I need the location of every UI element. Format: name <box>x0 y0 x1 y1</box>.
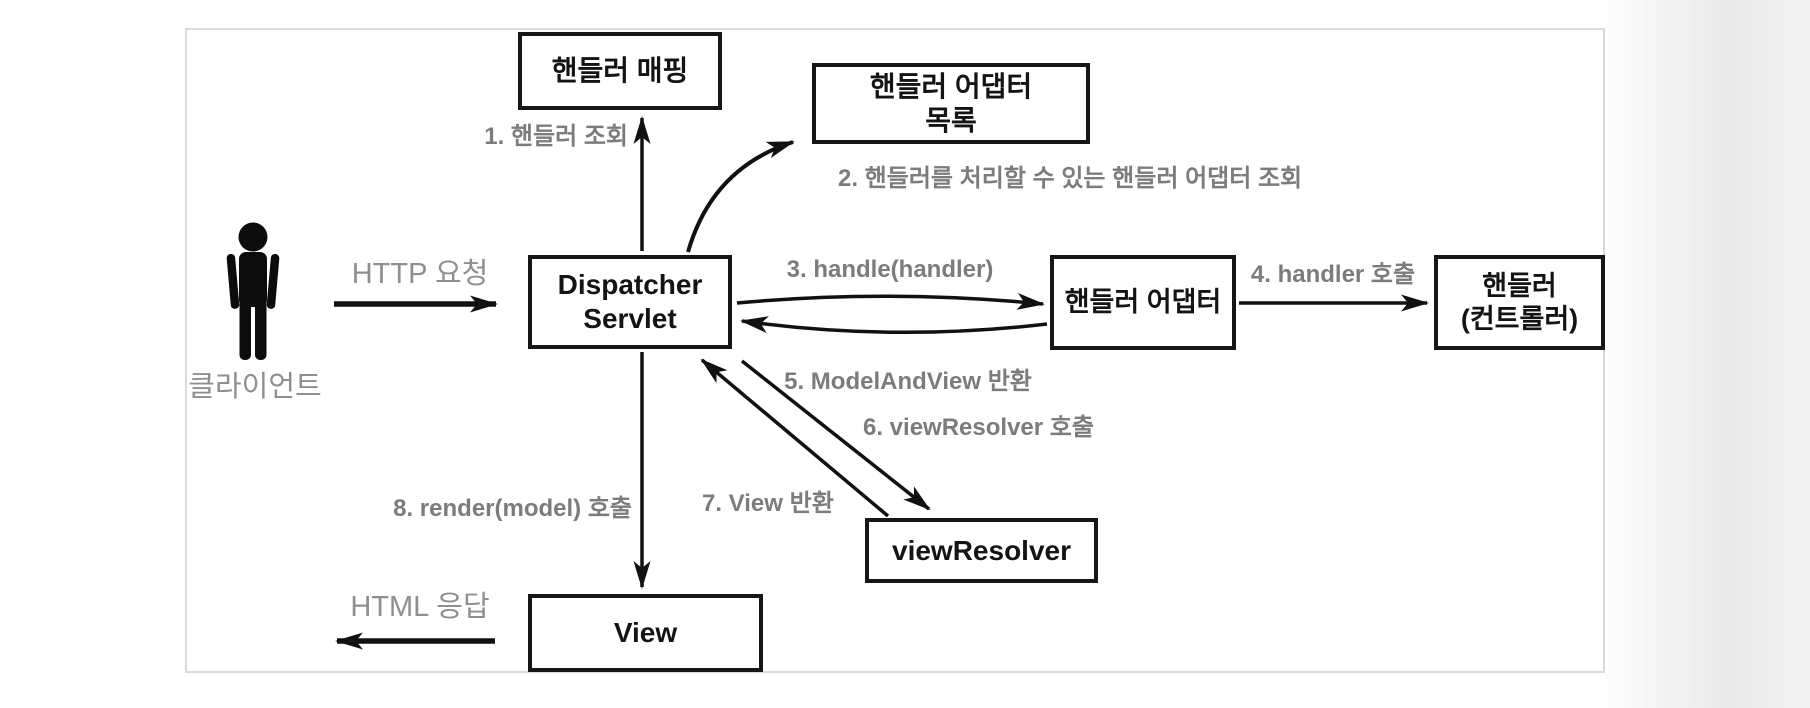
dispatcher-servlet-label-line2: Servlet <box>583 303 677 334</box>
http-request-label: HTTP 요청 <box>351 258 489 290</box>
handler-adapter-list-label-line2: 목록 <box>925 104 977 136</box>
view-box: View <box>528 594 763 672</box>
step2-label: 2. 핸들러를 처리할 수 있는 핸들러 어댑터 조회 <box>838 165 1303 192</box>
step6-arrow <box>740 359 931 511</box>
handler-adapter-list-label-line1: 핸들러 어댑터 <box>869 70 1033 102</box>
handler-adapter-label: 핸들러 어댑터 <box>1064 287 1222 318</box>
handler-mapping-box: 핸들러 매핑 <box>518 32 722 110</box>
step1-label: 1. 핸들러 조회 <box>484 123 628 150</box>
view-label: View <box>613 617 678 649</box>
step4-label: 4. handler 호출 <box>1250 261 1416 288</box>
step8-label: 8. render(model) 호출 <box>393 495 632 522</box>
step5-label: 5. ModelAndView 반환 <box>784 368 1032 395</box>
handler-adapter-list-box: 핸들러 어댑터 목록 <box>812 63 1090 144</box>
html-response-label: HTML 응답 <box>350 591 490 623</box>
dispatcher-servlet-label-line1: Dispatcher <box>557 269 703 301</box>
step3-arrow <box>736 293 1045 310</box>
handler-controller-box: 핸들러 (컨트롤러) <box>1434 255 1605 350</box>
step7-label: 7. View 반환 <box>702 490 834 517</box>
handler-controller-label-line2: (컨트롤러) <box>1460 303 1579 334</box>
view-resolver-box: viewResolver <box>865 518 1098 583</box>
handler-adapter-box: 핸들러 어댑터 <box>1050 255 1236 350</box>
step2-arrow <box>686 140 795 253</box>
background-gradient <box>1607 0 1810 708</box>
client-person-icon <box>226 222 280 360</box>
client-label: 클라이언트 <box>188 371 322 403</box>
handler-mapping-label: 핸들러 매핑 <box>551 55 689 87</box>
view-resolver-label: viewResolver <box>892 534 1071 566</box>
handler-controller-label-line1: 핸들러 <box>1482 271 1557 302</box>
step5-arrow <box>740 316 1048 335</box>
step7-arrow <box>700 358 890 518</box>
dispatcher-servlet-box: Dispatcher Servlet <box>528 255 732 349</box>
step6-label: 6. viewResolver 호출 <box>863 414 1094 441</box>
step3-label: 3. handle(handler) <box>786 256 994 283</box>
